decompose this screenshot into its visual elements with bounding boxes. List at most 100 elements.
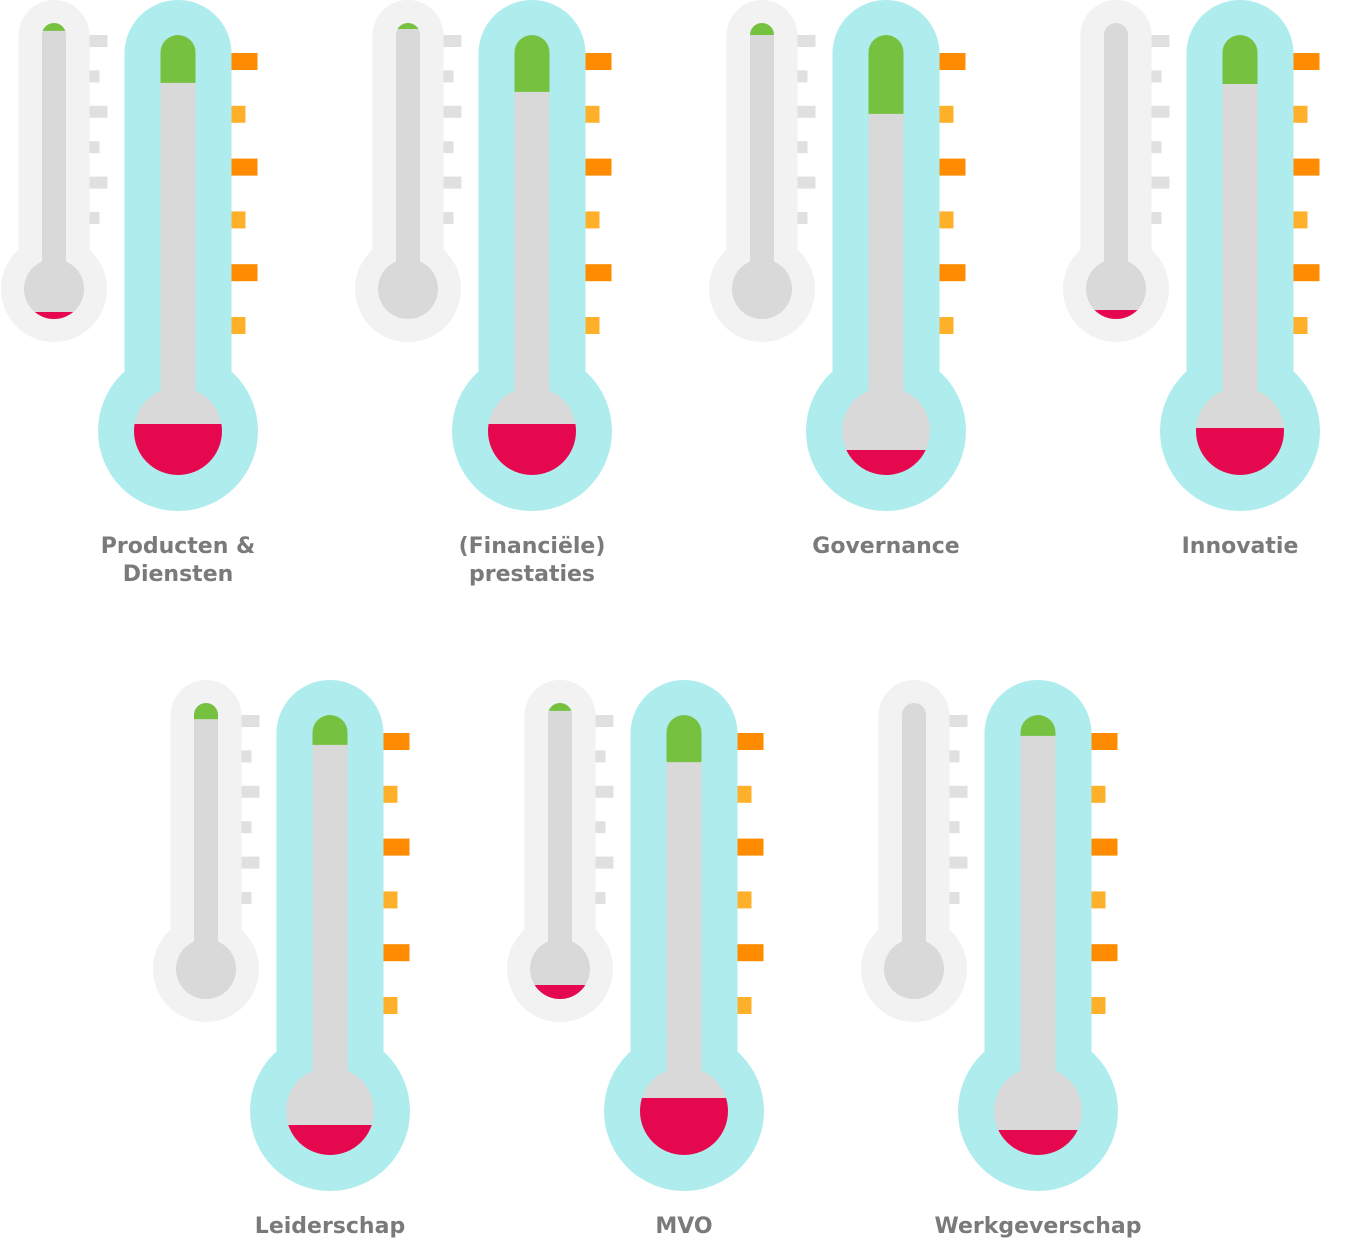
large-top-fill bbox=[160, 35, 196, 83]
small-tick-major bbox=[89, 105, 108, 118]
large-thermometer bbox=[98, 0, 258, 511]
small-tick-major bbox=[89, 176, 108, 189]
small-tube bbox=[42, 23, 66, 289]
large-tick-minor bbox=[585, 211, 600, 229]
large-tick-minor bbox=[1091, 997, 1106, 1014]
large-tick-minor bbox=[1091, 891, 1106, 909]
small-tick-major bbox=[949, 856, 968, 869]
large-tube bbox=[868, 35, 904, 431]
large-tick-minor bbox=[1293, 105, 1308, 123]
large-bulb-fill bbox=[640, 1097, 728, 1155]
large-tick-major bbox=[1091, 838, 1118, 856]
small-tube bbox=[902, 703, 926, 969]
large-bulb-fill bbox=[998, 1130, 1078, 1155]
large-tube bbox=[666, 715, 702, 1111]
small-bulb-fill bbox=[534, 985, 586, 999]
small-bulb bbox=[732, 259, 792, 319]
small-thermometer bbox=[709, 0, 816, 342]
large-tube bbox=[514, 35, 550, 431]
small-tick-major bbox=[443, 176, 462, 189]
small-tick-minor bbox=[241, 821, 252, 834]
large-tick-major bbox=[737, 838, 764, 856]
large-top-fill bbox=[868, 35, 904, 114]
large-tick-major bbox=[939, 53, 966, 70]
large-bulb-fill bbox=[1196, 428, 1284, 475]
large-tick-major bbox=[1091, 733, 1118, 750]
large-tick-minor bbox=[383, 891, 398, 909]
large-tick-major bbox=[231, 53, 258, 70]
large-tube bbox=[312, 715, 348, 1111]
small-tick-minor bbox=[443, 212, 454, 224]
large-tick-major bbox=[585, 264, 612, 282]
large-tick-major bbox=[939, 158, 966, 176]
large-thermometer bbox=[452, 0, 612, 511]
category-label: MVO bbox=[655, 1214, 712, 1239]
small-thermometer bbox=[861, 680, 968, 1022]
small-bulb-fill bbox=[1094, 310, 1138, 319]
small-tick-major bbox=[241, 785, 260, 798]
large-tick-major bbox=[231, 158, 258, 176]
small-tick-minor bbox=[949, 892, 960, 904]
small-bulb bbox=[378, 259, 438, 319]
category-label-line: Werkgeverschap bbox=[934, 1214, 1141, 1239]
small-tick-major bbox=[241, 856, 260, 869]
large-thermometer bbox=[604, 680, 764, 1191]
large-tube bbox=[1020, 715, 1056, 1111]
category-group: Governance bbox=[709, 0, 966, 559]
category-group: (Financiële)prestaties bbox=[355, 0, 612, 587]
category-label: Leiderschap bbox=[255, 1214, 405, 1239]
small-thermometer bbox=[507, 680, 614, 1022]
category-label: (Financiële)prestaties bbox=[459, 534, 606, 587]
small-tick-minor bbox=[1151, 141, 1162, 154]
small-bulb bbox=[530, 939, 590, 999]
small-tube bbox=[548, 703, 572, 969]
large-tick-minor bbox=[231, 105, 246, 123]
small-tick-minor bbox=[949, 821, 960, 834]
small-tick-minor bbox=[797, 70, 808, 83]
large-bulb-fill bbox=[846, 450, 926, 475]
small-tick-major bbox=[1151, 105, 1170, 118]
small-tick-major bbox=[1151, 176, 1170, 189]
small-tick-major bbox=[595, 856, 614, 869]
large-thermometer bbox=[958, 680, 1118, 1191]
small-top-fill bbox=[548, 703, 572, 711]
large-tick-major bbox=[383, 944, 410, 962]
small-tick-minor bbox=[443, 141, 454, 154]
category-label-line: Producten & bbox=[101, 534, 255, 559]
large-tick-major bbox=[231, 264, 258, 282]
large-tick-major bbox=[585, 158, 612, 176]
large-tick-major bbox=[1091, 944, 1118, 962]
category-group: MVO bbox=[507, 680, 764, 1239]
large-tick-minor bbox=[939, 105, 954, 123]
small-thermometer bbox=[1063, 0, 1170, 342]
large-tube bbox=[160, 35, 196, 431]
small-tick-major bbox=[797, 105, 816, 118]
small-top-fill bbox=[397, 23, 419, 29]
large-tick-minor bbox=[585, 105, 600, 123]
category-label: Governance bbox=[812, 534, 959, 559]
category-label-line: Leiderschap bbox=[255, 1214, 405, 1239]
small-bulb bbox=[24, 259, 84, 319]
small-tube bbox=[194, 703, 218, 969]
small-tick-minor bbox=[89, 212, 100, 224]
category-group: Leiderschap bbox=[153, 680, 410, 1239]
small-tick-minor bbox=[241, 750, 252, 763]
large-thermometer bbox=[1160, 0, 1320, 511]
large-tube bbox=[1222, 35, 1258, 431]
small-tick-major bbox=[241, 715, 260, 727]
small-tick-minor bbox=[241, 892, 252, 904]
large-top-fill bbox=[666, 715, 702, 763]
large-tick-major bbox=[585, 53, 612, 70]
small-tick-major bbox=[797, 35, 816, 47]
large-tick-major bbox=[737, 944, 764, 962]
small-tick-major bbox=[1151, 35, 1170, 47]
large-tick-minor bbox=[1091, 785, 1106, 803]
category-label-line: MVO bbox=[655, 1214, 712, 1239]
category-label: Producten &Diensten bbox=[101, 534, 255, 587]
large-tick-major bbox=[1293, 158, 1320, 176]
small-tick-major bbox=[595, 785, 614, 798]
small-tick-minor bbox=[949, 750, 960, 763]
small-tick-minor bbox=[595, 892, 606, 904]
category-group: Producten &Diensten bbox=[1, 0, 258, 587]
category-label: Innovatie bbox=[1182, 534, 1299, 559]
